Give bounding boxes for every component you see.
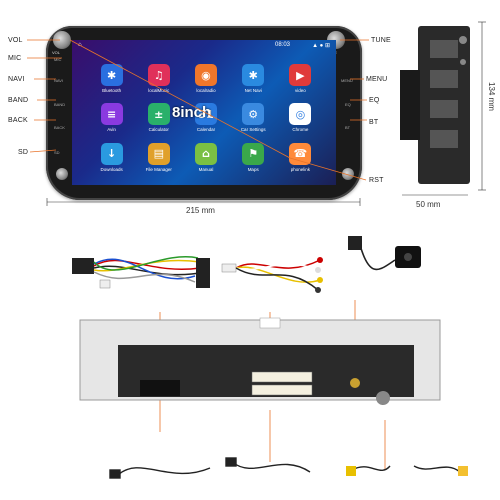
- depth-dimension: 50 mm: [416, 200, 441, 209]
- height-dimension: 134 mm: [487, 82, 496, 111]
- app-tile[interactable]: ↓Downloads: [88, 142, 135, 182]
- accessory-cables: [109, 457, 468, 479]
- app-label: Net Navi: [244, 88, 262, 93]
- label-vol: VOL: [8, 37, 23, 44]
- file-manager-icon: ▤: [147, 142, 170, 165]
- downloads-icon: ↓: [100, 142, 123, 165]
- music-icon: ♫: [147, 64, 170, 86]
- rca-cable: [221, 257, 323, 293]
- label-rst: RST: [369, 177, 384, 184]
- app-label: phonelink: [290, 166, 311, 172]
- app-tile[interactable]: ⚑Maps: [230, 142, 277, 182]
- app-label: Avin: [107, 127, 116, 133]
- chrome-icon: ◎: [289, 103, 312, 126]
- size-badge: 8inch: [172, 104, 212, 121]
- app-label: localMusic: [148, 88, 170, 93]
- right-screw-knob: [342, 168, 354, 180]
- side-label-mic: MIC: [54, 57, 62, 62]
- app-label: Calendar: [196, 127, 216, 133]
- gps-antenna: [348, 236, 421, 271]
- app-label: File Manager: [145, 166, 172, 172]
- avin-icon: ≡: [100, 103, 123, 126]
- side-label-eq: EQ: [345, 102, 351, 107]
- app-label: localradio: [196, 88, 216, 93]
- app-label: Calculator: [148, 127, 169, 133]
- app-tile[interactable]: ▤File Manager: [135, 142, 182, 182]
- navigation-icon: ✱: [242, 64, 265, 86]
- label-tune: TUNE: [371, 37, 391, 44]
- app-tile[interactable]: ◉ localradio: [182, 64, 229, 103]
- vol-label-small: VOL: [52, 50, 61, 55]
- app-label: Bluetooth: [102, 88, 122, 93]
- vol-knob[interactable]: [53, 31, 71, 49]
- label-mic: MIC: [8, 55, 22, 62]
- side-label-sd: SD: [54, 150, 60, 155]
- bluetooth-icon: ✱: [100, 64, 123, 86]
- app-tile[interactable]: ⚙Car Settings: [230, 103, 277, 142]
- width-dimension: 215 mm: [186, 206, 215, 215]
- radio-icon: ◉: [194, 64, 217, 86]
- clock: 08:03: [274, 42, 290, 48]
- app-label: Manual: [198, 166, 214, 172]
- android-icon: ⌂: [194, 142, 217, 165]
- app-label: Maps: [247, 166, 259, 172]
- label-navi: NAVI: [8, 76, 25, 83]
- app-tile[interactable]: ▶ video: [277, 64, 324, 103]
- app-label: Downloads: [100, 166, 123, 172]
- label-back: BACK: [8, 117, 28, 124]
- app-tile[interactable]: ±Calculator: [135, 103, 182, 142]
- label-band: BAND: [8, 97, 29, 104]
- app-tile[interactable]: ◎Chrome: [277, 103, 324, 142]
- rear-panel: [79, 317, 441, 405]
- app-tile[interactable]: ♫ localMusic: [135, 64, 182, 103]
- side-profile: [400, 26, 470, 184]
- side-label-band: BAND: [54, 102, 66, 107]
- wiring-harness: [72, 256, 210, 289]
- app-tile[interactable]: ✱ Bluetooth: [88, 64, 135, 103]
- side-label-menu: MENU: [341, 78, 353, 83]
- video-icon: ▶: [289, 64, 312, 86]
- app-tile[interactable]: ≡Avin: [88, 103, 135, 142]
- label-sd: SD: [18, 149, 29, 156]
- touch-screen[interactable]: ⌂ 08:03 ▲ ● ⊞ ✱ Bluetooth ♫ localMusic ◉ loca…: [72, 40, 336, 185]
- side-label-back: BACK: [54, 125, 65, 130]
- app-grid: ✱ Bluetooth ♫ localMusic ◉ localradio ✱ Net Nav…: [88, 64, 324, 182]
- status-icons: ▲ ● ⊞: [312, 43, 330, 49]
- label-menu: MENU: [366, 76, 388, 83]
- app-label: video: [295, 88, 306, 93]
- maps-icon: ⚑: [242, 142, 265, 165]
- calculator-icon: ±: [147, 103, 170, 126]
- app-label: Car Settings: [240, 127, 266, 133]
- app-label: Chrome: [292, 127, 309, 133]
- side-label-bt: BT: [345, 125, 351, 130]
- label-eq: EQ: [369, 97, 380, 104]
- label-bt: BT: [369, 119, 379, 126]
- app-tile[interactable]: ✱ Net Navi: [230, 64, 277, 103]
- side-label-navi: NAVI: [54, 78, 64, 83]
- car-settings-icon: ⚙: [242, 103, 265, 126]
- left-screw-knob: [56, 168, 68, 180]
- app-tile[interactable]: ⌂Manual: [182, 142, 229, 182]
